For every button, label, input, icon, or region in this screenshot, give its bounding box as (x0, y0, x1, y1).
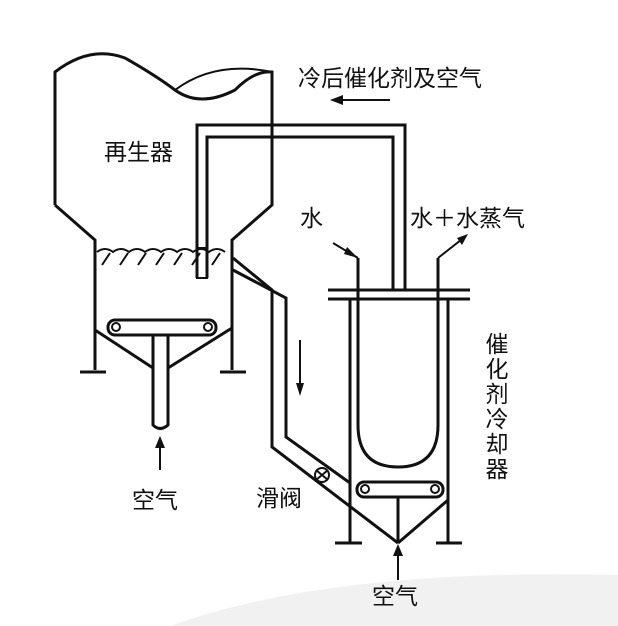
label-slide-valve: 滑阀 (256, 486, 302, 512)
cooler-grid (355, 480, 445, 499)
label-air-bottom: 空气 (372, 584, 418, 610)
label-cooler: 催化剂冷却器 (481, 332, 509, 482)
return-pipe (195, 123, 407, 290)
label-water-steam: 水＋水蒸气 (410, 206, 525, 232)
watermark (170, 574, 618, 626)
label-regenerator: 再生器 (104, 140, 173, 166)
label-air-left: 空气 (132, 488, 178, 514)
regenerator (53, 52, 274, 470)
air-distributor-grid (106, 318, 218, 337)
label-water-in: 水 (300, 206, 323, 232)
label-top-flow: 冷后催化剂及空气 (298, 66, 482, 92)
slide-valve-icon (314, 467, 330, 483)
downcomer-pipe (232, 256, 399, 545)
catalyst-cooler (328, 234, 470, 580)
